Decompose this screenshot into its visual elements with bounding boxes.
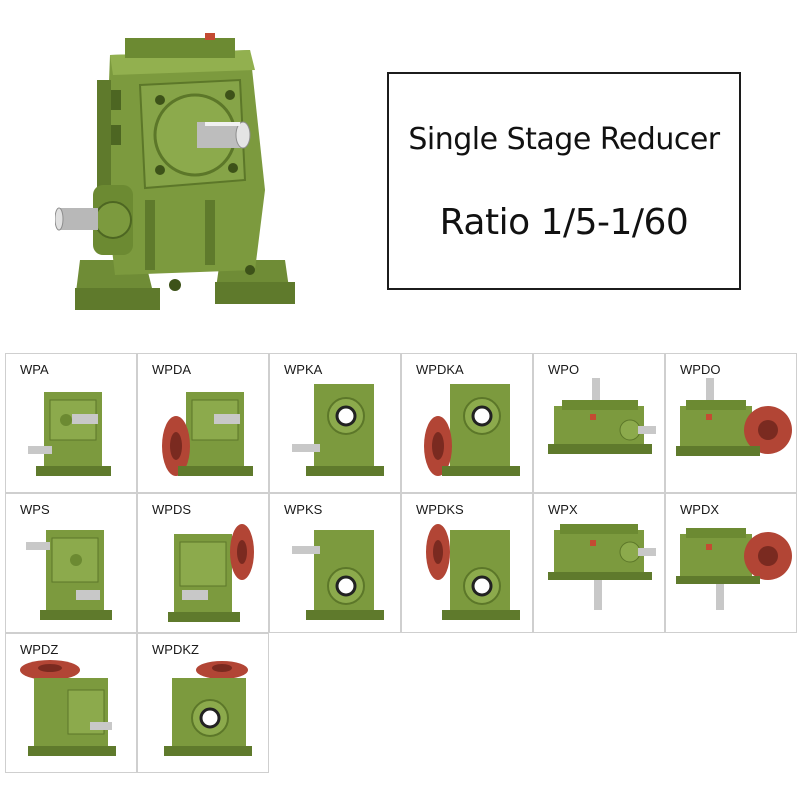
model-card-wpdka: WPDKA [401, 353, 533, 493]
title-single-stage: Single Stage Reducer [408, 122, 720, 157]
model-card-wpx: WPX [533, 493, 665, 633]
reducer-wpdo-image [676, 378, 792, 456]
reducer-wpds-image [168, 524, 254, 622]
main-reducer-image [55, 33, 295, 310]
model-card-wpdks: WPDKS [401, 493, 533, 633]
title-ratio: Ratio 1/5-1/60 [439, 202, 689, 243]
model-card-wpdz: WPDZ [5, 633, 137, 773]
model-card-wpdx: WPDX [665, 493, 797, 633]
model-card-wpo: WPO [533, 353, 665, 493]
reducer-wpo-image [548, 378, 656, 454]
model-label: WPDKS [416, 502, 464, 517]
model-label: WPDA [152, 362, 191, 377]
model-grid: WPA WPDA WPKA WPDKA WPO [5, 353, 798, 775]
reducer-wps-image [26, 530, 112, 620]
reducer-wpks-image [292, 530, 384, 620]
reducer-wpdka-image [424, 384, 520, 476]
reducer-wpka-image [292, 384, 384, 476]
reducer-wpdks-image [426, 524, 520, 620]
model-card-wps: WPS [5, 493, 137, 633]
model-label: WPDZ [20, 642, 59, 657]
model-card-wpka: WPKA [269, 353, 401, 493]
reducer-wpda-image [162, 392, 253, 476]
model-label: WPKS [284, 502, 323, 517]
model-label: WPDKZ [152, 642, 199, 657]
model-label: WPKA [284, 362, 323, 377]
model-label: WPS [20, 502, 50, 517]
model-card-wpks: WPKS [269, 493, 401, 633]
model-card-wpdkz: WPDKZ [137, 633, 269, 773]
model-card-wpa: WPA [5, 353, 137, 493]
model-card-wpds: WPDS [137, 493, 269, 633]
reducer-wpa-image [28, 392, 111, 476]
reducer-wpdkz-image [164, 661, 252, 756]
model-label: WPX [548, 502, 578, 517]
reducer-wpdx-image [676, 528, 792, 610]
model-label: WPDX [680, 502, 719, 517]
model-label: WPDO [680, 362, 721, 377]
model-card-wpdo: WPDO [665, 353, 797, 493]
model-card-wpda: WPDA [137, 353, 269, 493]
reducer-wpx-image [548, 524, 656, 610]
model-label: WPDKA [416, 362, 464, 377]
model-label: WPDS [152, 502, 191, 517]
model-label: WPO [548, 362, 580, 377]
model-label: WPA [20, 362, 49, 377]
title-box: Single Stage Reducer Ratio 1/5-1/60 [387, 72, 741, 290]
reducer-wpdz-image [20, 660, 116, 756]
